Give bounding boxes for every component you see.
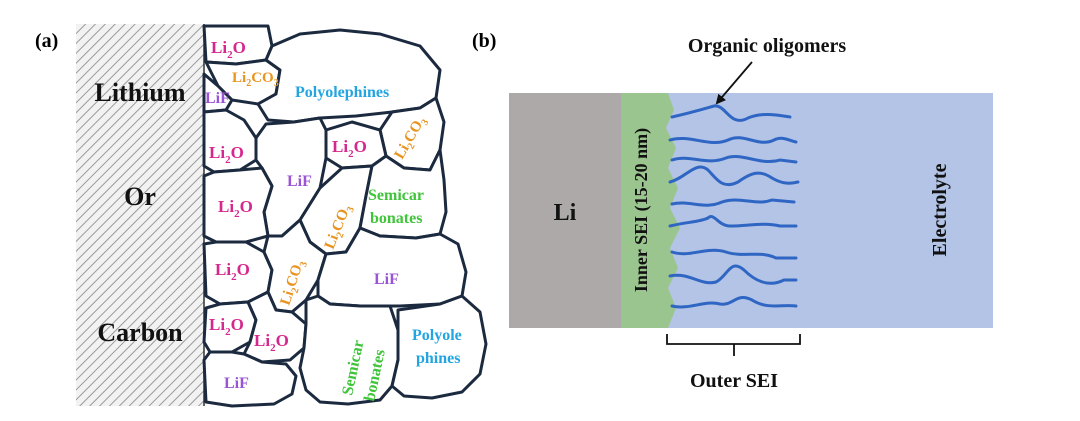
organic-oligomer-chains (668, 104, 800, 309)
label-li2o: Li2O (209, 315, 244, 338)
oligomer-chain (668, 215, 798, 228)
label-lif: LiF (224, 375, 249, 392)
grain-polyolephines-bottom (390, 294, 488, 400)
oligomer-pointer-arrow (715, 61, 753, 105)
li-label: Li (554, 200, 577, 226)
oligomer-chain (668, 264, 798, 285)
label-li2o: Li2O (332, 137, 367, 160)
side-label-carbon: Carbon (97, 318, 183, 347)
label-lif: LiF (205, 90, 230, 107)
side-label-lithium: Lithium (94, 78, 185, 107)
oligomer-chain (670, 155, 798, 164)
label-li2o: Li2O (211, 38, 246, 61)
label-bonates: bonates (370, 210, 422, 227)
grain-lif-top (202, 72, 234, 114)
label-polyole: Polyole (412, 327, 462, 344)
label-polyolephines: Polyolephines (295, 84, 389, 101)
electrode-hatched-region (76, 24, 204, 406)
label-semicar: Semicar (368, 187, 424, 204)
label-li2co3: Li2CO3 (232, 70, 279, 89)
outer-sei-bracket (666, 334, 801, 356)
label-lif: LiF (374, 271, 399, 288)
organic-oligomers-label: Organic oligomers (688, 35, 847, 57)
panel-b: (b) Li Inner SEI (15-20 nm) Electrolyte … (472, 30, 993, 392)
panel-a-label: (a) (35, 30, 58, 52)
sei-grains (202, 24, 488, 408)
inner-sei-region (621, 93, 680, 328)
label-li2o: Li2O (218, 197, 253, 220)
panel-a: (a) Lithium Or Carbon (35, 24, 488, 408)
oligomer-chain (670, 104, 792, 122)
label-li2o: Li2O (215, 260, 250, 283)
oligomer-chain (668, 136, 798, 145)
label-lif: LiF (287, 173, 312, 190)
grain-semicarbonates-bottom (298, 294, 400, 406)
oligomer-chain (670, 198, 796, 207)
grain-li2o-row5-right (242, 290, 308, 364)
outer-sei-label: Outer SEI (690, 370, 778, 392)
grain-lif-bottom (202, 350, 298, 408)
oligomer-chain (670, 248, 798, 260)
oligomer-chain (668, 165, 800, 187)
label-li2o: Li2O (254, 331, 289, 354)
panel-b-label: (b) (472, 30, 496, 52)
electrolyte-label: Electrolyte (929, 163, 951, 256)
oligomer-chain (670, 296, 798, 309)
side-label-or: Or (124, 182, 156, 211)
label-li2co3: Li2CO3 (278, 258, 310, 308)
lithium-region (509, 93, 621, 328)
label-li2co3: Li2CO3 (322, 202, 357, 252)
inner-sei-label: Inner SEI (15-20 nm) (631, 128, 652, 292)
grain-li2o-row3 (202, 166, 274, 244)
label-phines: phines (416, 350, 460, 367)
label-li2o: Li2O (209, 143, 244, 166)
grain-polyolephines-top (256, 28, 442, 124)
